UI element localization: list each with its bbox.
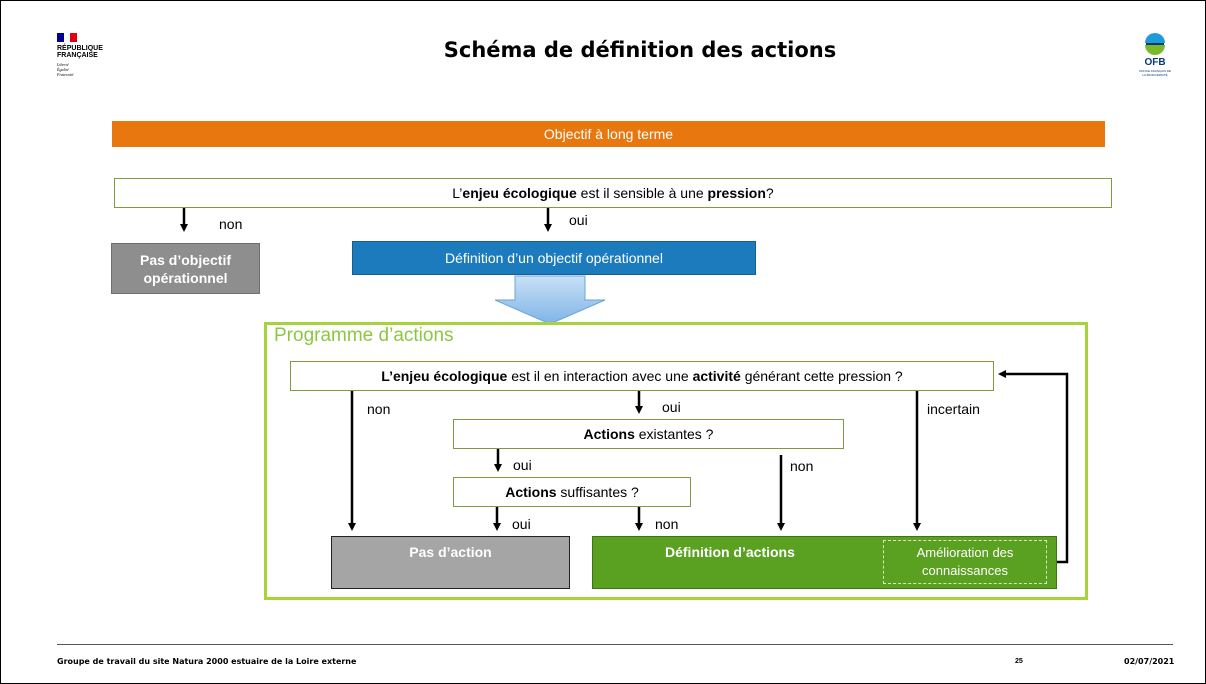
ofb-logo-icon xyxy=(1145,33,1165,55)
republique-francaise-logo-text: RÉPUBLIQUE FRANÇAISE xyxy=(57,45,103,59)
footer-divider xyxy=(57,644,1173,645)
label-q3-oui: oui xyxy=(513,457,532,473)
question-pression-box: L’enjeu écologique est il sensible à une… xyxy=(114,178,1112,208)
feedback-loop-arrow xyxy=(998,370,1069,564)
definition-actions-box xyxy=(592,536,1057,589)
ofb-logo-subtitle: OFFICE FRANÇAIS DE LA BIODIVERSITÉ xyxy=(1138,69,1171,77)
page-title: Schéma de définition des actions xyxy=(443,38,837,62)
label-q3-non: non xyxy=(790,458,814,474)
question-activite-box: L’enjeu écologique est il en interaction… xyxy=(290,361,994,391)
objectif-long-terme-box: Objectif à long terme xyxy=(112,121,1105,147)
question-actions-existantes-box: Actions existantes ? xyxy=(453,419,844,449)
label-q1-oui: oui xyxy=(569,212,588,228)
footer-page-number: 25 xyxy=(1015,658,1023,665)
label-q2-incertain: incertain xyxy=(927,401,980,417)
definition-actions-label: Définition d’actions xyxy=(665,544,795,560)
amelioration-connaissances-box: Amélioration des connaissances xyxy=(883,540,1047,584)
footer-date: 02/07/2021 xyxy=(1124,657,1175,666)
question-actions-suffisantes-box: Actions suffisantes ? xyxy=(453,477,691,507)
programme-actions-title: Programme d’actions xyxy=(274,325,454,346)
definition-objectif-operationnel-box: Définition d’un objectif opérationnel xyxy=(352,241,756,275)
big-down-arrow xyxy=(494,275,606,325)
label-q1-non: non xyxy=(219,216,243,232)
label-q2-oui: oui xyxy=(662,399,681,415)
pas-action-box: Pas d’action xyxy=(331,536,570,589)
footer-group-text: Groupe de travail du site Natura 2000 es… xyxy=(57,657,357,666)
label-q4-non: non xyxy=(655,516,679,532)
programme-actions-container xyxy=(264,322,1088,600)
pas-objectif-operationnel-box: Pas d’objectif opérationnel xyxy=(111,243,260,294)
label-q4-oui: oui xyxy=(512,516,531,532)
ofb-logo-text: OFB xyxy=(1144,57,1166,68)
label-q2-non: non xyxy=(367,401,391,417)
republique-motto: Liberté Égalité Fraternité xyxy=(57,62,74,77)
republique-francaise-flag-icon xyxy=(57,33,78,42)
